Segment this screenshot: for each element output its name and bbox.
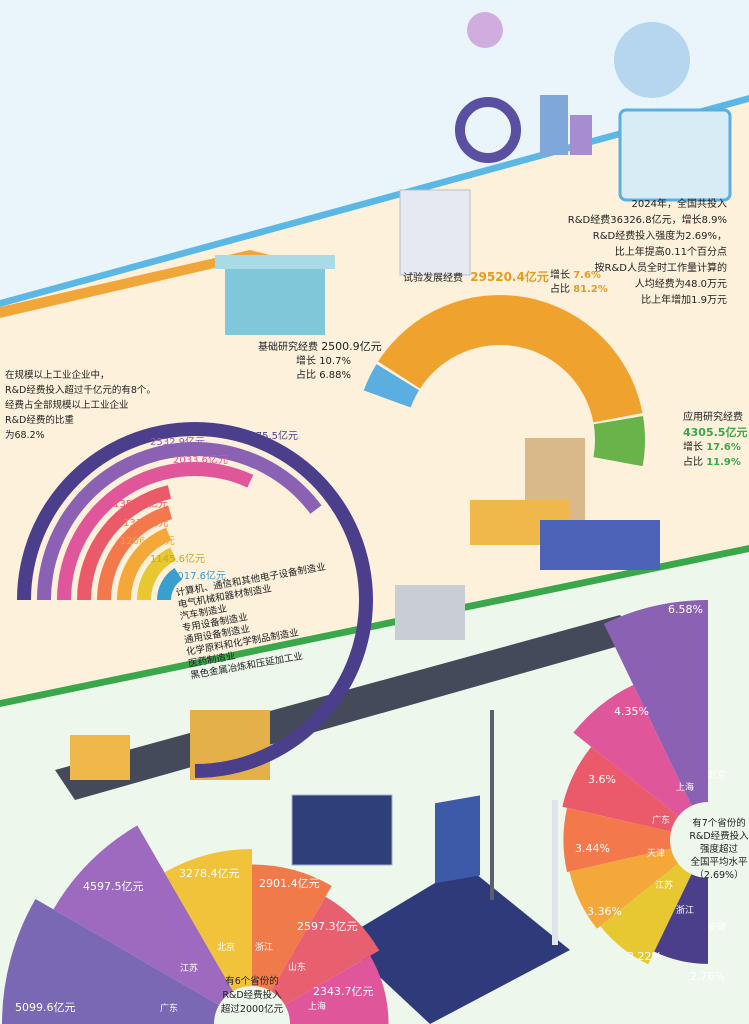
experiment-share: 81.2% bbox=[573, 284, 608, 295]
basic-value: 2500.9亿元 bbox=[321, 340, 382, 353]
industry-rainbow-chart bbox=[17, 422, 373, 778]
spending-title: 有6个省份的 R&D经费投入 超过2000亿元 bbox=[220, 976, 284, 1015]
intensity-value-2: 3.6% bbox=[588, 773, 616, 786]
basic-research-label: 基础研究经费 2500.9亿元 增长 10.7% 占比 6.88% bbox=[258, 340, 382, 381]
intensity-sector bbox=[569, 848, 679, 929]
industry-value-2: 2033.6亿元 bbox=[173, 455, 228, 466]
industry-value-0: 4775.5亿元 bbox=[243, 431, 298, 442]
industry-arc bbox=[137, 547, 177, 600]
intensity-value-1: 4.35% bbox=[614, 705, 649, 718]
top-band bbox=[0, 0, 749, 300]
intensity-sector bbox=[600, 863, 692, 965]
industry-value-5: 1206.7亿元 bbox=[120, 536, 175, 547]
spending-sector bbox=[284, 955, 389, 1024]
summary-line: R&D经费36326.8亿元，增长8.9% bbox=[567, 215, 727, 226]
intensity-name-1: 上海 bbox=[676, 783, 695, 793]
applied-research-label: 应用研究经费 4305.5亿元 增长 17.6% 占比 11.9% bbox=[683, 412, 748, 468]
summary-block: 2024年，全国共投入 R&D经费36326.8亿元，增长8.9% R&D经费投… bbox=[568, 197, 727, 309]
summary-line: 比上年提高0.11个百分点 bbox=[614, 247, 727, 258]
spending-name-0: 广东 bbox=[160, 1004, 179, 1014]
spending-name-4: 山东 bbox=[288, 963, 307, 973]
summary-line: 人均经费为48.0万元 bbox=[634, 279, 727, 290]
spending-sector bbox=[53, 825, 234, 1005]
experiment-value: 29520.4亿元 bbox=[470, 270, 549, 284]
intensity-value-6: 2.76% bbox=[690, 970, 725, 983]
industry-arc bbox=[157, 567, 183, 600]
summary-line: R&D经费投入强度为2.69%， bbox=[592, 231, 727, 242]
intensity-sector bbox=[563, 807, 671, 873]
industry-value-4: 1312亿元 bbox=[123, 518, 169, 529]
intensity-value-3: 3.44% bbox=[575, 842, 610, 855]
spending-value-2: 3278.4亿元 bbox=[179, 867, 240, 880]
intensity-name-3: 天津 bbox=[647, 849, 666, 859]
spending-sector bbox=[2, 899, 220, 1024]
spending-sector bbox=[164, 848, 252, 992]
experiment-name: 试验发展经费 bbox=[403, 273, 463, 284]
applied-value: 4305.5亿元 bbox=[683, 426, 748, 439]
industry-arc bbox=[37, 442, 322, 600]
spending-name-3: 浙江 bbox=[255, 943, 274, 953]
spending-value-3: 2901.4亿元 bbox=[259, 877, 320, 890]
spending-sector bbox=[271, 896, 380, 1005]
basic-name: 基础研究经费 bbox=[258, 342, 318, 353]
funding-donut-chart bbox=[363, 295, 645, 467]
spending-value-1: 4597.5亿元 bbox=[83, 880, 144, 893]
spending-value-0: 5099.6亿元 bbox=[15, 1001, 76, 1014]
intensity-name-0: 北京 bbox=[708, 771, 727, 781]
spending-name-1: 江苏 bbox=[180, 964, 199, 974]
funding-segment bbox=[378, 295, 643, 423]
intensity-value-4: 3.36% bbox=[587, 905, 622, 918]
summary-line: 比上年增加1.9万元 bbox=[641, 295, 727, 306]
intensity-title: 有7个省份的 R&D经费投入 强度超过 全国平均水平 （2.69%） bbox=[689, 818, 749, 881]
spending-name-5: 上海 bbox=[308, 1002, 327, 1012]
spending-fan-chart bbox=[2, 825, 389, 1024]
robot-illustration bbox=[455, 12, 732, 202]
industry-value-6: 1145.6亿元 bbox=[150, 554, 205, 565]
intensity-name-4: 江苏 bbox=[655, 881, 674, 891]
industry-note: 在规模以上工业企业中， R&D经费投入超过千亿元的有8个。 经费占全部规模以上工… bbox=[5, 370, 156, 441]
spending-value-4: 2597.3亿元 bbox=[297, 920, 358, 933]
industry-arc bbox=[117, 527, 172, 600]
industry-arc bbox=[57, 462, 254, 600]
experiment-stats: 增长 7.6% 占比 81.2% bbox=[550, 270, 608, 295]
intensity-sector bbox=[603, 600, 708, 806]
intensity-name-5: 浙江 bbox=[676, 906, 695, 916]
funding-segment bbox=[593, 416, 645, 467]
applied-growth: 17.6% bbox=[706, 442, 741, 453]
funding-segment bbox=[363, 364, 420, 408]
experiment-label: 试验发展经费 29520.4亿元 bbox=[403, 269, 549, 286]
industry-value-7: 1017.6亿元 bbox=[171, 571, 226, 582]
intensity-value-5: 3.22% bbox=[627, 950, 662, 963]
spending-value-5: 2343.7亿元 bbox=[313, 985, 374, 998]
intensity-name-6: 安徽 bbox=[708, 923, 727, 933]
intensity-value-0: 6.58% bbox=[668, 603, 703, 616]
factory-illustration bbox=[395, 438, 660, 640]
industry-value-3: 1355.9亿元 bbox=[113, 499, 168, 510]
spending-sector bbox=[252, 864, 332, 992]
summary-line: 按R&D人员全时工作量计算的 bbox=[594, 263, 727, 274]
experiment-growth: 7.6% bbox=[573, 270, 601, 281]
applied-share: 11.9% bbox=[706, 457, 741, 468]
industry-value-1: 2532.9亿元 bbox=[150, 437, 205, 448]
lab-illustration bbox=[215, 189, 471, 335]
intensity-sector bbox=[654, 874, 708, 964]
intensity-sector bbox=[573, 684, 692, 817]
intensity-sector bbox=[562, 746, 679, 832]
basic-share: 6.88% bbox=[319, 370, 351, 381]
applied-name: 应用研究经费 bbox=[683, 412, 743, 423]
spending-name-2: 北京 bbox=[217, 943, 236, 953]
intensity-fan-chart bbox=[562, 600, 708, 965]
basic-growth: 10.7% bbox=[319, 356, 351, 367]
orange-stripe bbox=[0, 250, 270, 318]
industry-arc bbox=[97, 505, 173, 600]
energy-illustration bbox=[291, 710, 570, 1024]
summary-line: 2024年，全国共投入 bbox=[631, 199, 727, 210]
industry-arc bbox=[77, 485, 172, 600]
intensity-name-2: 广东 bbox=[652, 816, 671, 826]
green-stripe bbox=[0, 545, 749, 707]
